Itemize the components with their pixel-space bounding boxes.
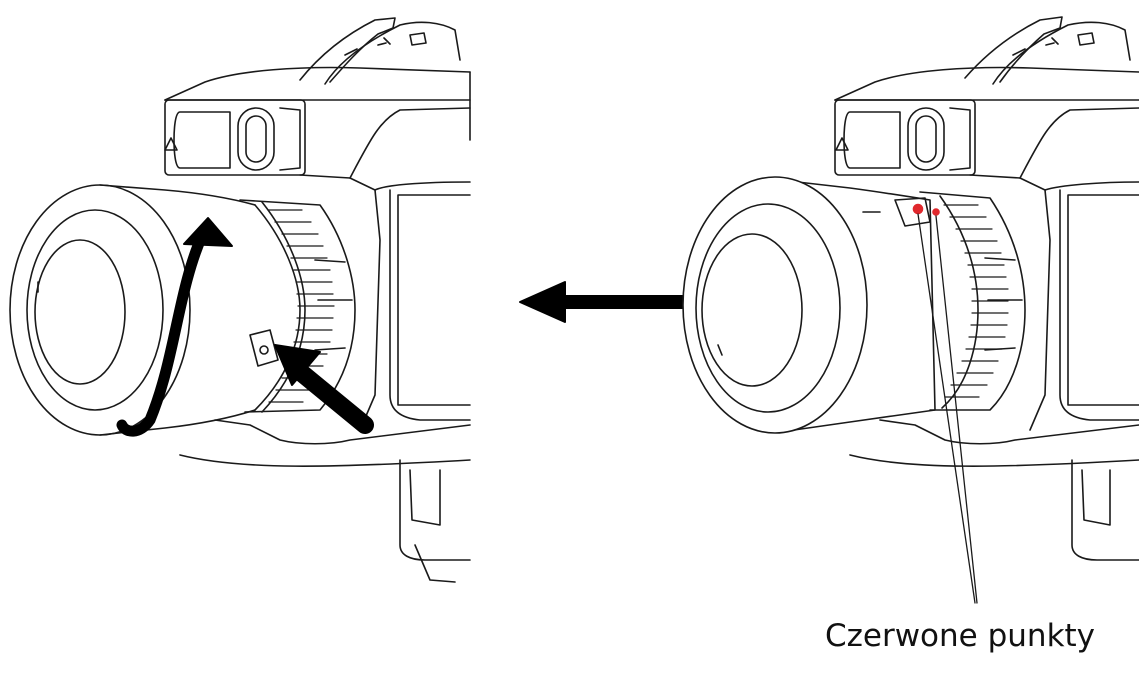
left-arrow-icon [519, 281, 702, 323]
right-camera [682, 16, 1139, 604]
red-dot-lens [912, 203, 924, 215]
diagonal-arrow-icon [274, 344, 374, 434]
warning-icon [164, 137, 178, 151]
rangefinder-module-2 [834, 99, 976, 176]
curved-arrow-icon [116, 217, 233, 437]
red-dot-body [932, 208, 940, 216]
callout-lines [917, 213, 978, 604]
focus-ring-2 [919, 191, 1026, 411]
warning-icon-2 [835, 137, 849, 151]
red-dots-label: Czerwone punkty [824, 618, 1096, 654]
left-camera [9, 17, 471, 583]
lock-button [249, 329, 279, 367]
lens-mark-block [894, 197, 931, 227]
focus-ring [239, 199, 356, 413]
detached-lens [682, 176, 868, 434]
rangefinder-module [164, 99, 306, 176]
laser-window [237, 107, 275, 171]
rangefinder-window [173, 111, 231, 169]
